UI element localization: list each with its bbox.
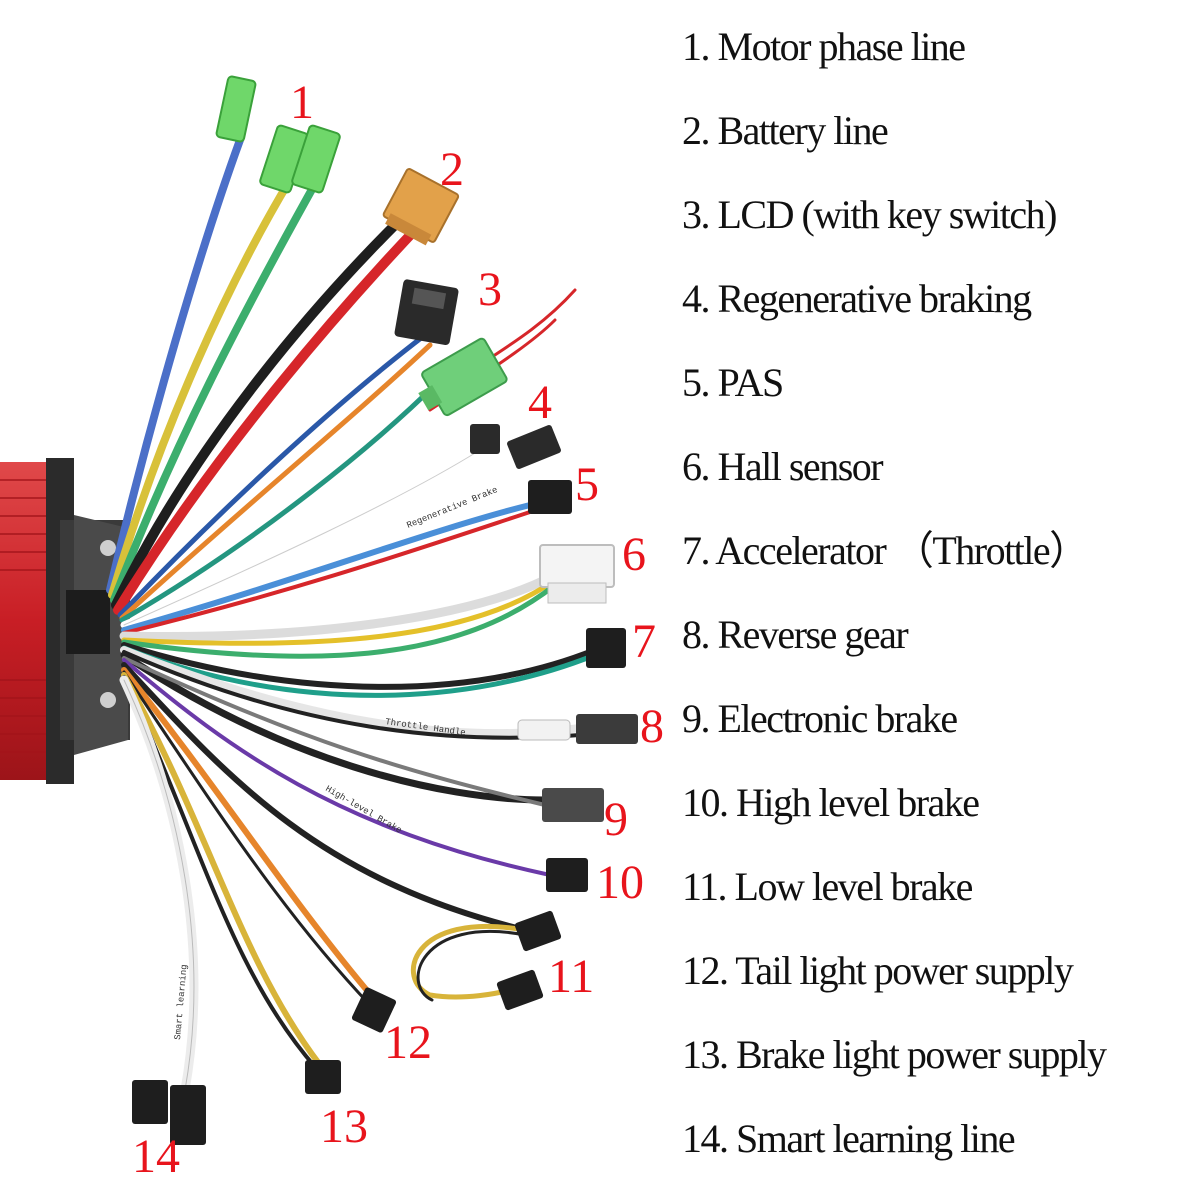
reverse-gear-connector: [517, 714, 638, 744]
ebrake-wire: [120, 651, 549, 804]
legend-item-reverse-gear: 8. Reverse gear: [682, 612, 909, 657]
legend: 1. Motor phase line 2. Battery line 3. L…: [682, 0, 1197, 1200]
brake-light-connector: [305, 1060, 341, 1094]
battery-black-wire: [111, 220, 400, 610]
callout-10: 10: [596, 856, 644, 909]
regen-connectors: [470, 424, 561, 469]
tail-light-wire: [121, 667, 378, 1003]
legend-item-lcd: 3. LCD (with key switch): [682, 192, 1057, 237]
controller-housing: [0, 458, 130, 784]
pas-wire: [121, 502, 533, 633]
key-switch-connector: [418, 337, 508, 417]
high-brake-connector: [546, 858, 588, 892]
electronic-brake-connector: [542, 788, 604, 822]
high-brake-tag: High-level Brake: [324, 784, 404, 836]
wire-bundle: [106, 136, 598, 1095]
motor-green-wire: [110, 171, 324, 604]
callout-9: 9: [604, 793, 628, 846]
legend-item-hall-sensor: 6. Hall sensor: [682, 444, 884, 489]
callout-7: 7: [632, 615, 656, 668]
callout-14: 14: [132, 1130, 180, 1183]
callout-11: 11: [548, 950, 594, 1003]
motor-yellow-wire: [108, 176, 294, 599]
throttle-wire: [121, 642, 598, 690]
callout-6: 6: [622, 528, 646, 581]
hall-sensor-connector: [539, 544, 615, 604]
lcd-wires: [117, 332, 428, 618]
motor-phase-connectors: [215, 75, 341, 194]
lcd-connector: [394, 279, 459, 346]
controller-wiring-diagram: Regenerative Brake Throttle Handle High-…: [0, 75, 664, 1183]
legend-item-battery: 2. Battery line: [682, 108, 889, 153]
legend-item-smart-learning: 14. Smart learning line: [682, 1116, 1016, 1161]
motor-blue-wire: [106, 136, 244, 594]
smart-learning-connectors: [132, 1080, 206, 1145]
connectors: [132, 75, 638, 1145]
callout-4: 4: [528, 376, 552, 429]
legend-item-electronic-brake: 9. Electronic brake: [682, 696, 958, 741]
throttle-connector: [586, 628, 626, 668]
legend-item-high-level-brake: 10. High level brake: [682, 780, 980, 825]
legend-item-accelerator: 7. Accelerator （Throttle）: [682, 528, 1089, 573]
legend-item-brake-light: 13. Brake light power supply: [682, 1032, 1107, 1077]
battery-red-wire: [113, 225, 420, 615]
legend-item-tail-light: 12. Tail light power supply: [682, 948, 1074, 993]
smart-tag: Smart learning: [173, 964, 190, 1040]
hall-wire: [119, 570, 560, 641]
brake-light-wire: [121, 672, 323, 1068]
legend-item-motor-phase: 1. Motor phase line: [682, 24, 966, 69]
callout-numbers: 1 2 3 4 5 6 7 8 9 10 11 12 13 14: [132, 76, 664, 1183]
high-brake-wire: [122, 658, 552, 877]
legend-item-regenerative: 4. Regenerative braking: [682, 276, 1032, 321]
low-brake-connectors: [496, 910, 562, 1011]
callout-13: 13: [320, 1100, 368, 1153]
tail-light-connector: [351, 987, 397, 1033]
callout-5: 5: [575, 458, 599, 511]
callout-1: 1: [290, 76, 314, 129]
legend-item-pas: 5. PAS: [682, 360, 784, 405]
callout-8: 8: [640, 700, 664, 753]
legend-item-low-level-brake: 11. Low level brake: [682, 864, 973, 909]
callout-3: 3: [478, 263, 502, 316]
callout-12: 12: [384, 1016, 432, 1069]
low-brake-wire: [121, 662, 528, 933]
pas-connector: [528, 480, 572, 514]
battery-xt60-connector: [382, 168, 460, 246]
callout-2: 2: [440, 143, 464, 196]
